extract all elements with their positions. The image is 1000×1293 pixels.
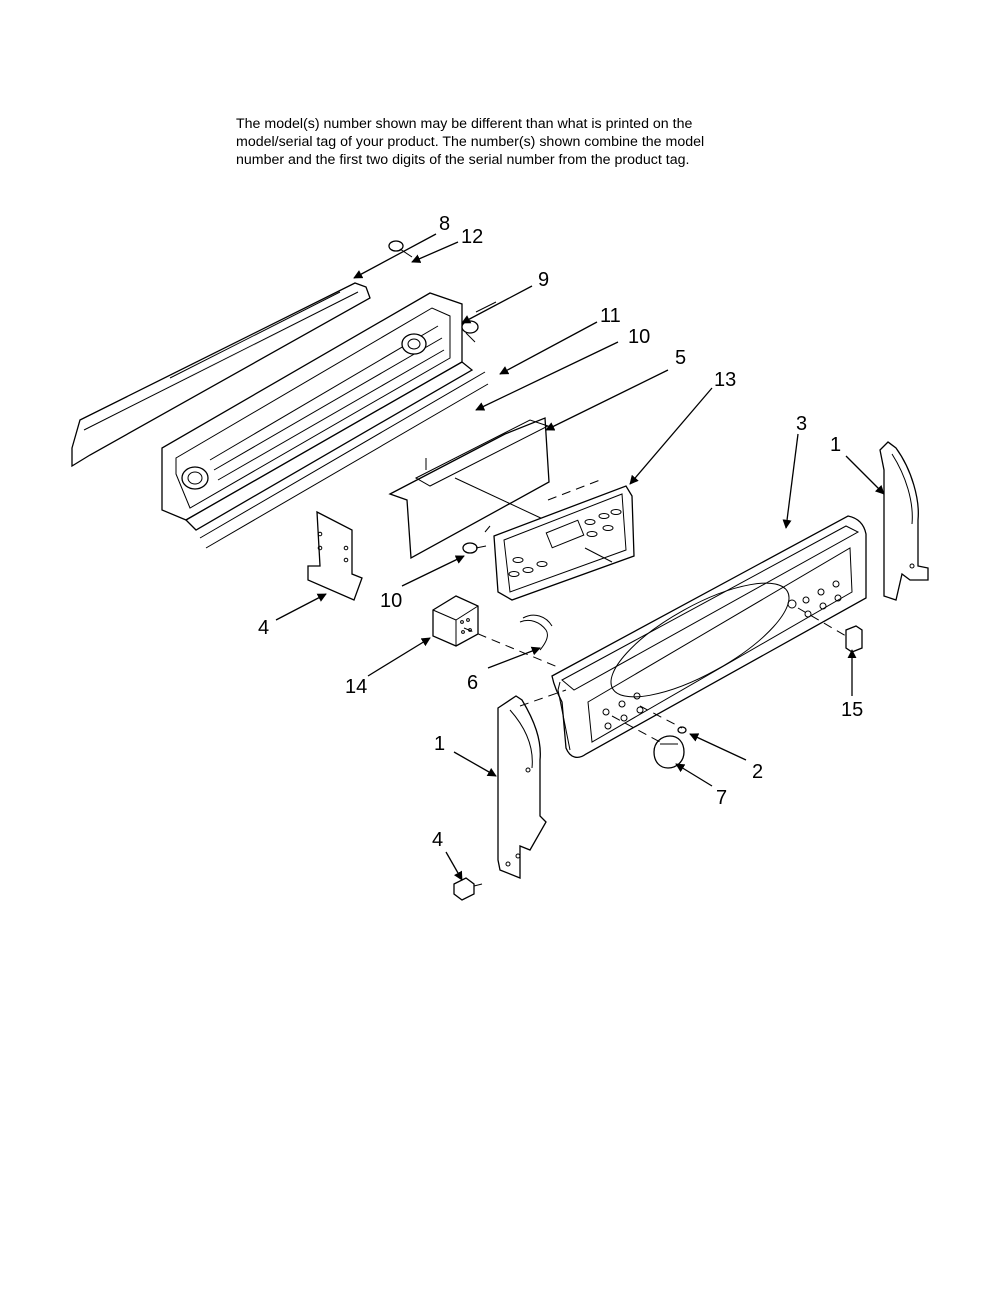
part-6-wire bbox=[519, 614, 553, 651]
part-10-screw-upper bbox=[461, 320, 479, 343]
notice-line-3: number and the first two digits of the s… bbox=[236, 152, 690, 168]
part-15-clip bbox=[845, 625, 863, 653]
callout-10-upper: 10 bbox=[628, 326, 650, 348]
callout-6: 6 bbox=[467, 672, 478, 694]
callout-4-upper: 4 bbox=[258, 617, 269, 639]
callout-9: 9 bbox=[538, 269, 549, 291]
callout-5: 5 bbox=[675, 347, 686, 369]
part-4-bracket bbox=[307, 510, 363, 601]
part-7-knob bbox=[653, 735, 685, 769]
callout-3: 3 bbox=[796, 413, 807, 435]
callout-8: 8 bbox=[439, 213, 450, 235]
callout-2: 2 bbox=[752, 761, 763, 783]
part-2-screw bbox=[677, 726, 687, 734]
callout-7: 7 bbox=[716, 787, 727, 809]
part-11-screw bbox=[475, 301, 497, 313]
callout-leader-lines bbox=[275, 233, 885, 881]
part-13-control-board bbox=[493, 485, 635, 601]
part-3-control-panel bbox=[551, 515, 867, 759]
callout-14: 14 bbox=[345, 676, 367, 698]
callout-12: 12 bbox=[461, 226, 483, 248]
part-12-screw bbox=[388, 240, 413, 258]
part-8-top-panel bbox=[71, 282, 371, 468]
part-10-screw-lower bbox=[462, 542, 487, 554]
callout-numbers: 8 12 9 11 10 5 13 3 1 10 4 14 6 15 1 2 7… bbox=[258, 213, 863, 851]
part-14-relay-box bbox=[432, 595, 479, 647]
callout-1-left: 1 bbox=[434, 733, 445, 755]
callout-13: 13 bbox=[714, 369, 736, 391]
callout-1-right: 1 bbox=[830, 434, 841, 456]
part-9-rear-housing bbox=[161, 292, 489, 549]
model-number-notice: The model(s) number shown may be differe… bbox=[236, 115, 796, 169]
callout-11: 11 bbox=[600, 305, 621, 327]
part-1-end-cap-left bbox=[497, 695, 547, 879]
callout-15: 15 bbox=[841, 699, 863, 721]
callout-10-lower: 10 bbox=[380, 590, 402, 612]
notice-line-2: model/serial tag of your product. The nu… bbox=[236, 134, 705, 150]
part-4-screw-lower bbox=[453, 877, 483, 901]
callout-4-lower: 4 bbox=[432, 829, 443, 851]
part-1-end-cap-right bbox=[879, 441, 929, 601]
notice-line-1: The model(s) number shown may be differe… bbox=[236, 116, 693, 132]
assembly-dashed-lines bbox=[463, 479, 847, 743]
